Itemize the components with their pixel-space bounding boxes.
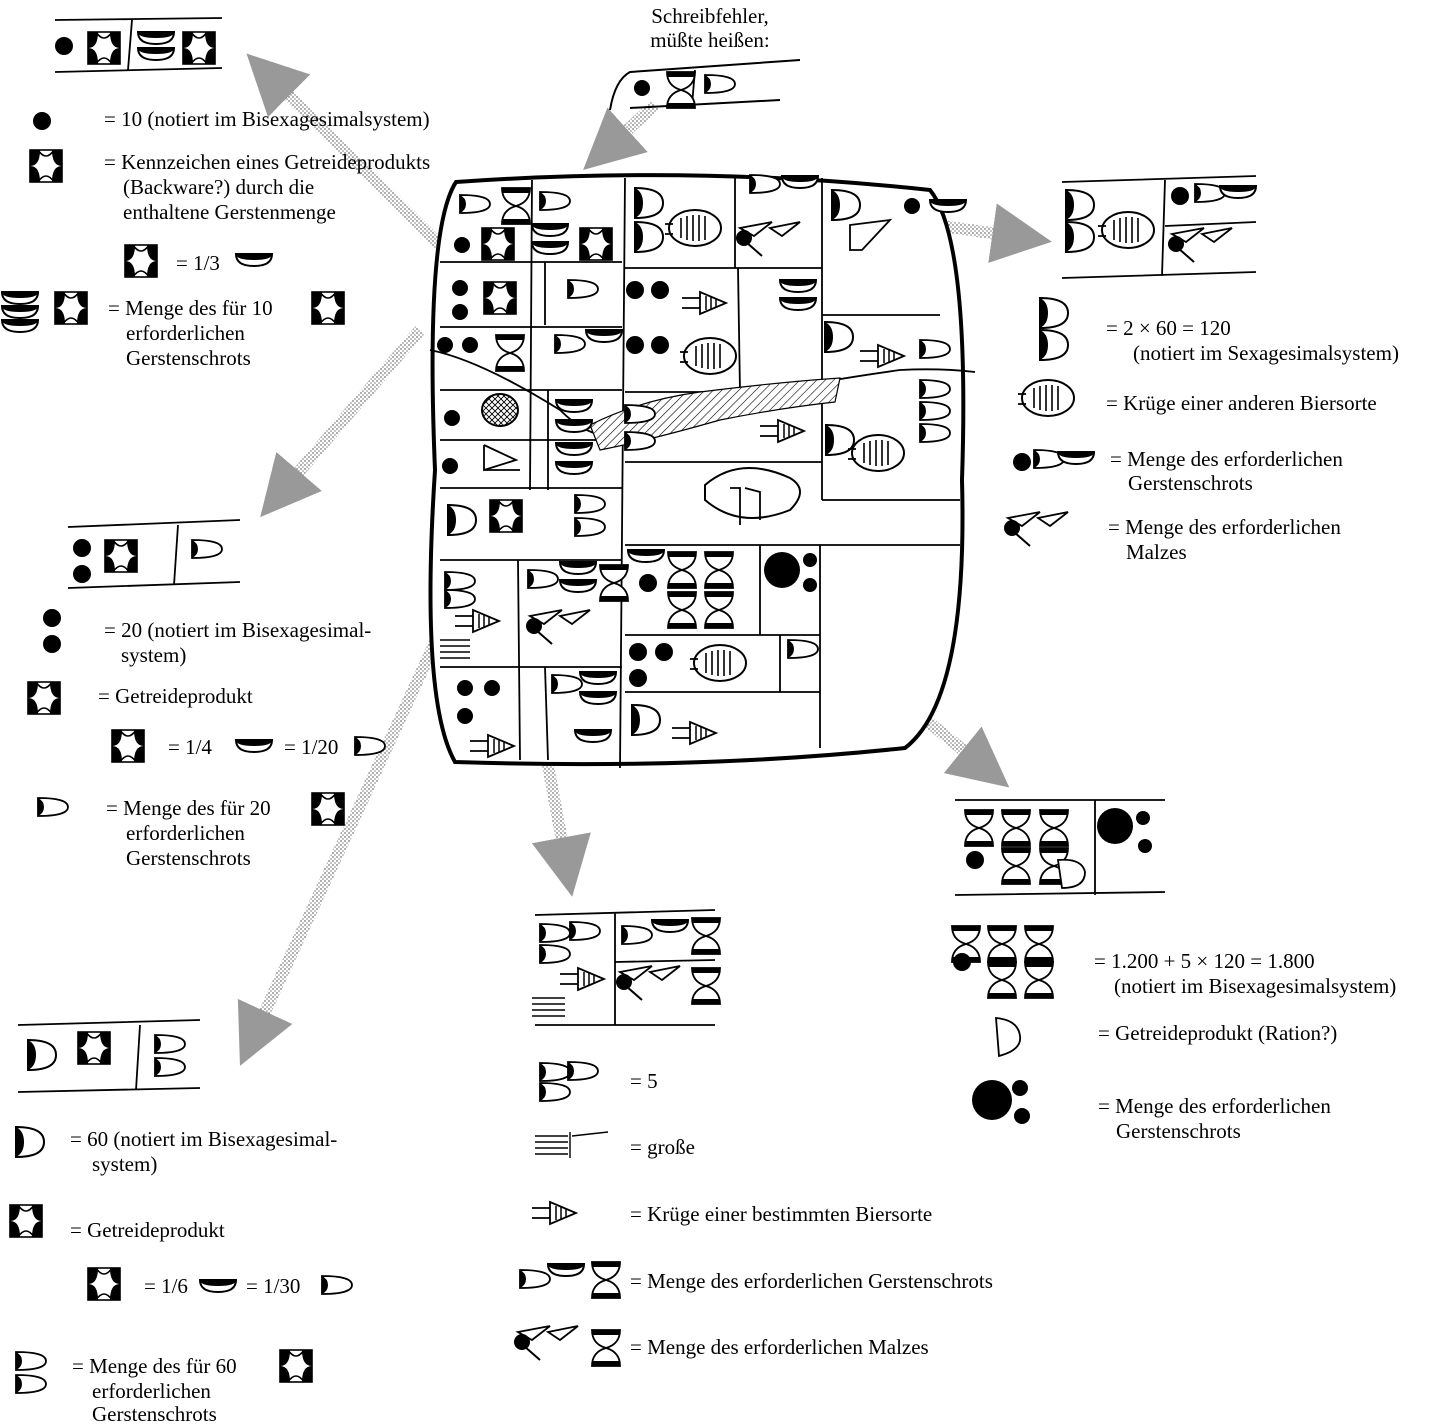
cp-five: = 5 [630,1069,658,1093]
cp-gerste: = Menge des erforderlichen Gerstenschrot… [630,1269,993,1293]
lp2-menge-2: erforderlichen [126,821,245,845]
lp1-kenn-1: = Kennzeichen eines Getreideprodukts [104,150,431,174]
lp2-20a: = 20 (notiert im Bisexagesimal- [104,618,372,642]
lp2-menge-1: = Menge des für 20 [106,796,271,820]
lp1-menge-1: = Menge des für 10 [108,296,273,320]
lp3-frac-a: = 1/6 [144,1274,188,1298]
cp-grosse: = große [630,1135,695,1159]
lp1-kenn-3: enthaltene Gerstenmenge [123,200,336,224]
lp3-60a: = 60 (notiert im Bisexagesimal- [70,1127,338,1151]
rp2-menge-1: = Menge des erforderlichen [1098,1094,1331,1118]
clay-tablet [428,173,976,769]
header-line-2: müßte heißen: [650,28,770,52]
lp2-frac-a: = 1/4 [168,735,212,759]
lp1-dot10: = 10 (notiert im Bisexagesimalsystem) [104,107,430,131]
lp1-kenn-2: (Backware?) durch die [123,175,315,199]
rp1-malz-2: Malzes [1126,540,1187,564]
cp-kruege: = Krüge einer bestimmten Biersorte [630,1202,933,1226]
lp2-getreide: = Getreideprodukt [98,684,253,708]
rp1-kruege: = Krüge einer anderen Biersorte [1106,391,1377,415]
cp-malz: = Menge des erforderlichen Malzes [630,1335,929,1359]
lp3-menge-2: erforderlichen [92,1379,211,1403]
rp2-1800a: = 1.200 + 5 × 120 = 1.800 [1094,949,1315,973]
rp2-ration: = Getreideprodukt (Ration?) [1098,1021,1338,1045]
header-line-1: Schreibfehler, [651,4,769,28]
rp2-menge-2: Gerstenschrots [1116,1119,1241,1143]
lp2-frac-b: = 1/20 [284,735,339,759]
lp3-frac-b: = 1/30 [246,1274,301,1298]
lp1-menge-2: erforderlichen [126,321,245,345]
lp3-60b: system) [92,1152,158,1176]
rp1-120b: (notiert im Sexagesimalsystem) [1133,341,1399,365]
rp1-120a: = 2 × 60 = 120 [1106,316,1231,340]
lp3-menge-1: = Menge des für 60 [72,1354,237,1378]
lp1-frac: = 1/3 [176,251,220,275]
lp3-getreide: = Getreideprodukt [70,1218,225,1242]
rp1-malz-1: = Menge des erforderlichen [1108,515,1341,539]
lp3-menge-3: Gerstenschrots [92,1402,217,1426]
lp1-menge-3: Gerstenschrots [126,346,251,370]
rp2-1800b: (notiert im Bisexagesimalsystem) [1114,974,1397,998]
rp1-gerste-1: = Menge des erforderlichen [1110,447,1343,471]
lp2-menge-3: Gerstenschrots [126,846,251,870]
rp1-gerste-2: Gerstenschrots [1128,471,1253,495]
lp2-20b: system) [121,643,187,667]
